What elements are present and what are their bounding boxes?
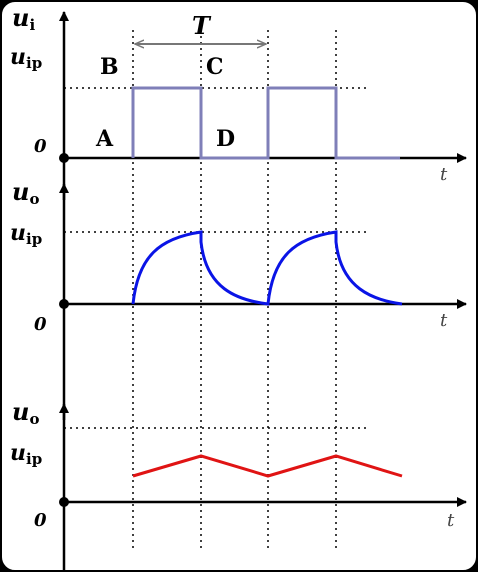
zero-label-rc: 0 [34,314,47,335]
rc-output-waveform [131,230,403,306]
origin-dot-input [59,153,69,163]
tri-output-axis-label: uo [12,397,39,428]
point-label-c: C [206,54,224,80]
rc-amplitude-label: uip [10,220,42,248]
triangle-output-waveform [132,454,403,478]
input-axis-label: ui [12,3,35,34]
t-label-rc: t [440,310,448,331]
t-label-input: t [440,164,448,185]
input-amplitude-label: uip [10,44,42,72]
zero-label-tri: 0 [34,510,47,531]
point-label-a: A [95,126,114,152]
zero-label-input: 0 [34,136,47,157]
input-pulse-waveform [131,86,400,160]
point-label-b: B [100,54,119,80]
origin-dot-tri [59,497,69,507]
rc-output-axis-label: uo [12,177,39,208]
period-label: T [192,11,212,40]
t-label-tri: t [447,510,455,531]
origin-dot-rc [59,299,69,309]
tri-amplitude-label: uip [10,440,42,468]
point-label-d: D [216,126,235,152]
